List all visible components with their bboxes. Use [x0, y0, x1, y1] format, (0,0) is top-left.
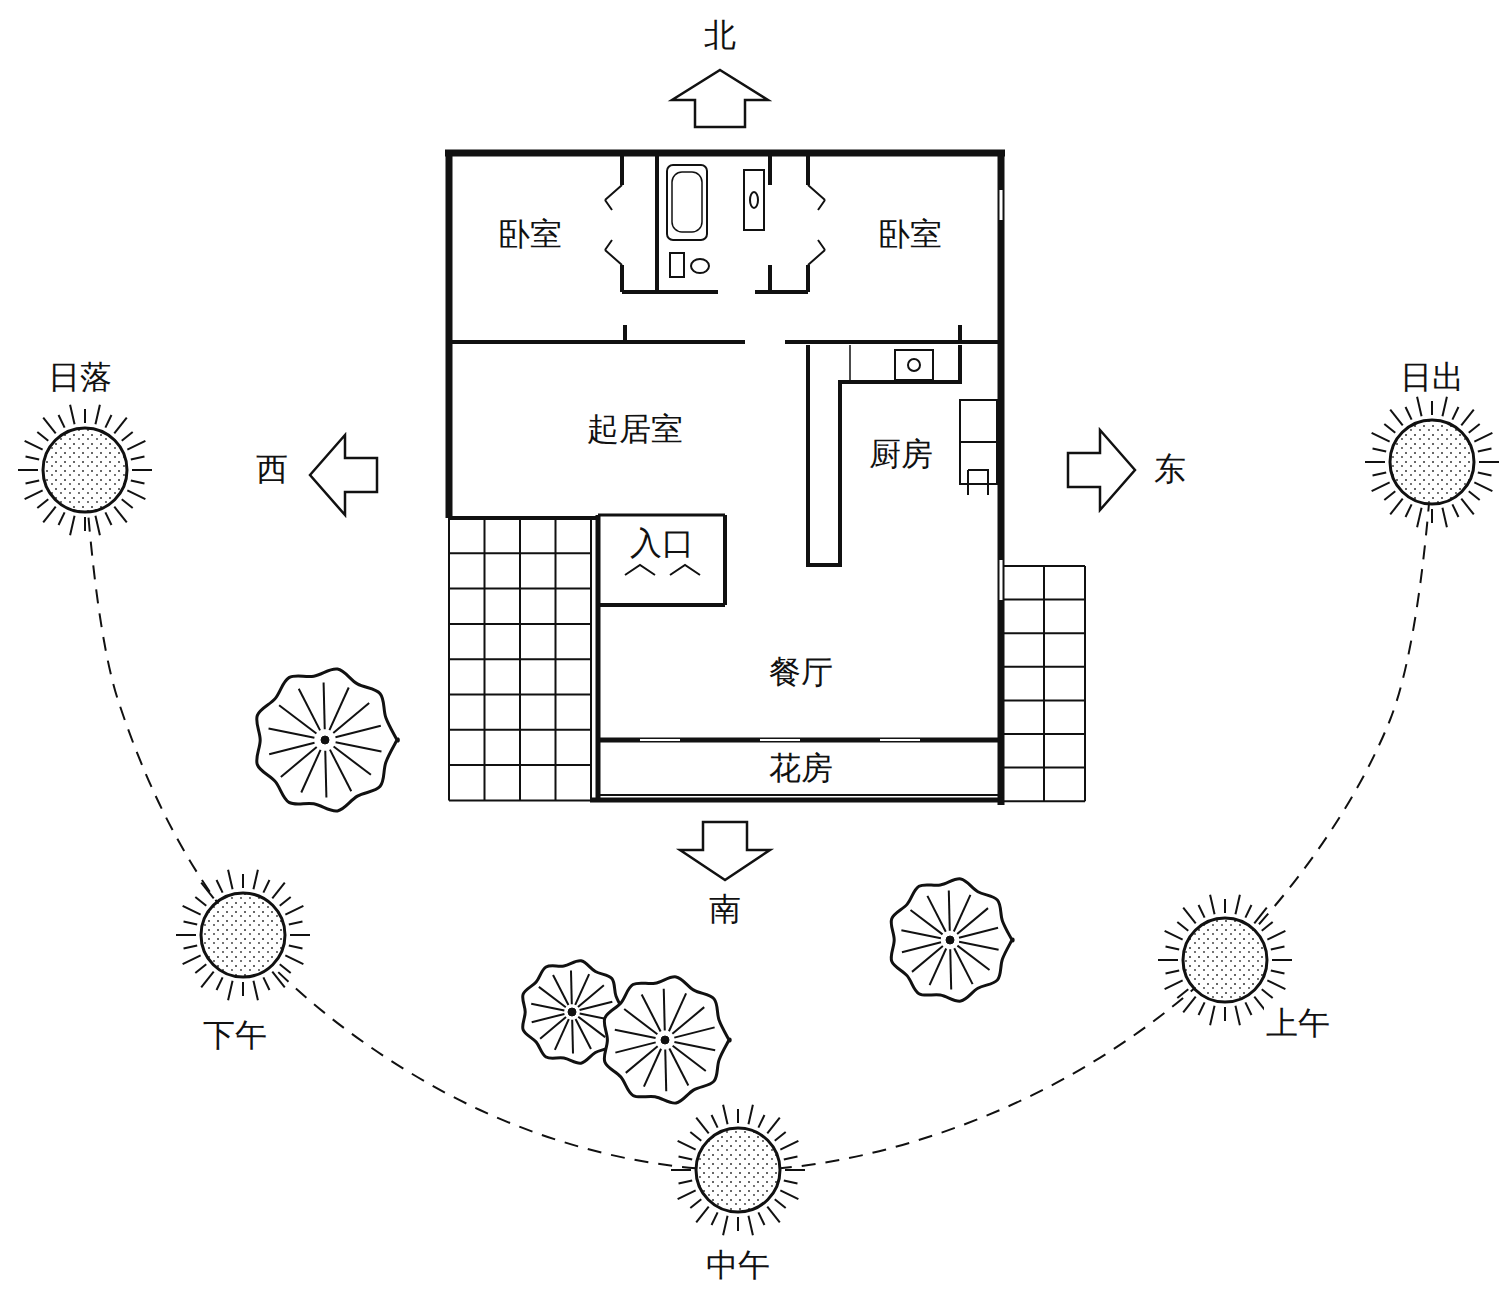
room-name: 花房: [769, 751, 833, 786]
room-name: 卧室: [878, 217, 942, 252]
room-area: 入口: [603, 520, 721, 568]
direction-label: 北: [702, 18, 738, 53]
room-name: 厨房: [869, 437, 933, 472]
room-name: 餐厅: [769, 655, 833, 690]
room-area: 起居室: [470, 370, 800, 490]
room-area: 厨房: [848, 400, 953, 510]
sun-path: [85, 462, 1432, 1170]
room-area: 花房: [606, 745, 996, 793]
sun-label: 日出: [1398, 360, 1466, 395]
room-name: 起居室: [587, 412, 683, 447]
direction-label: 西: [254, 452, 290, 487]
sun-label: 上午: [1264, 1006, 1332, 1041]
sun-label: 中午: [704, 1248, 772, 1283]
walls: [445, 150, 1005, 805]
sun-label: 下午: [201, 1018, 269, 1053]
terrace-paving: [449, 518, 1085, 801]
sun-symbols: [18, 397, 1499, 1236]
compass-arrows: [310, 70, 1135, 880]
room-area: 餐厅: [606, 615, 996, 730]
room-area: 卧室: [835, 180, 985, 290]
room-name: 入口: [630, 526, 694, 561]
room-area: 卧室: [460, 180, 600, 290]
tree-symbols: [257, 669, 1014, 1103]
direction-label: 南: [707, 892, 743, 927]
sun-label: 日落: [46, 360, 114, 395]
room-name: 卧室: [498, 217, 562, 252]
direction-label: 东: [1152, 452, 1188, 487]
